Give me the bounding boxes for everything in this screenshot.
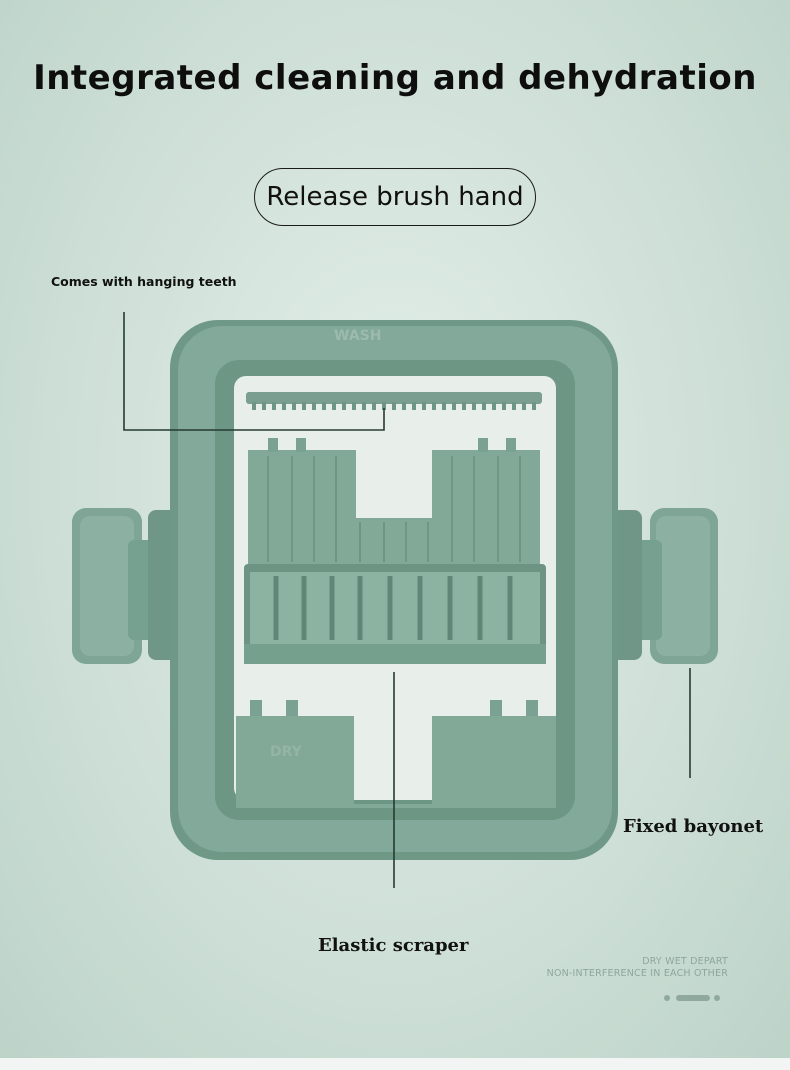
page-title: Integrated cleaning and dehydration xyxy=(33,58,757,98)
slogan-line-1: DRY WET DEPART xyxy=(642,956,728,967)
bottom-strip xyxy=(0,1058,790,1070)
elastic-scraper-label: Elastic scraper xyxy=(318,935,469,956)
carousel-indicator xyxy=(664,994,724,1002)
indicator-dot xyxy=(714,995,720,1001)
wash-mark: WASH xyxy=(334,328,381,344)
indicator-dot xyxy=(664,995,670,1001)
upper-ribbed-plate xyxy=(248,438,540,566)
dry-mark: DRY xyxy=(270,744,303,760)
slogan-line-2: NON-INTERFERENCE IN EACH OTHER xyxy=(546,968,728,979)
release-brush-hand-label: Release brush hand xyxy=(266,182,524,212)
lower-plate xyxy=(236,700,556,808)
indicator-active-bar xyxy=(676,995,710,1001)
teeth-callout-line xyxy=(123,312,385,431)
elastic-scraper xyxy=(244,564,546,664)
hanging-teeth-label: Comes with hanging teeth xyxy=(51,274,237,289)
fixed-bayonet-label: Fixed bayonet xyxy=(623,816,764,837)
hanging-teeth xyxy=(246,392,542,410)
release-brush-hand-badge: Release brush hand xyxy=(254,168,536,226)
left-bayonet-clip xyxy=(72,508,178,664)
callout-lines xyxy=(123,312,691,888)
right-bayonet-clip xyxy=(612,508,718,664)
